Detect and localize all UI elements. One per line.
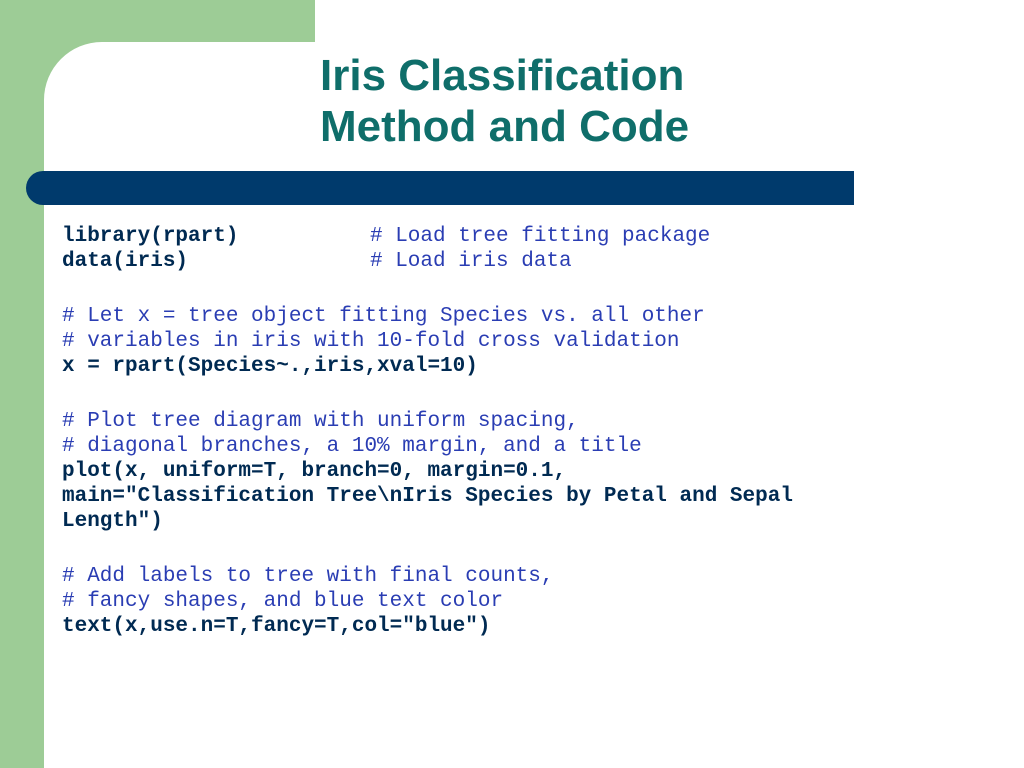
code-command: data(iris) [62,250,189,273]
code-comment: # Load iris data [370,250,572,273]
code-command: x = rpart(Species~.,iris,xval=10) [62,355,478,378]
code-comment: # Add labels to tree with final counts, [62,565,554,588]
content-panel [44,42,1024,768]
code-listing: library(rpart) # Load tree fitting packag… [62,224,1012,639]
code-block-text: # Add labels to tree with final counts, … [62,564,1012,639]
title-divider-bar [26,171,854,205]
code-line: library(rpart) # Load tree fitting packag… [62,224,1012,249]
code-comment: # variables in iris with 10-fold cross v… [62,330,680,353]
code-line: data(iris) # Load iris data [62,249,1012,274]
code-block-load: library(rpart) # Load tree fitting packag… [62,224,1012,274]
code-comment: # fancy shapes, and blue text color [62,590,504,613]
slide-title: Iris Classification Method and Code [320,50,689,152]
slide-title-line-2: Method and Code [320,102,690,151]
code-command: Length") [62,510,163,533]
code-command: plot(x, uniform=T, branch=0, margin=0.1, [62,460,567,483]
code-comment: # Plot tree diagram with uniform spacing… [62,410,579,433]
slide-title-line-1: Iris Classification [320,51,685,100]
code-command: library(rpart) [62,225,239,248]
code-block-plot: # Plot tree diagram with uniform spacing… [62,409,1012,534]
code-block-fit: # Let x = tree object fitting Species vs… [62,304,1012,379]
code-comment: # diagonal branches, a 10% margin, and a… [62,435,642,458]
code-comment: # Let x = tree object fitting Species vs… [62,305,705,328]
code-comment: # Load tree fitting package [370,225,711,248]
code-command: main="Classification Tree\nIris Species … [62,485,793,508]
code-command: text(x,use.n=T,fancy=T,col="blue") [62,615,491,638]
